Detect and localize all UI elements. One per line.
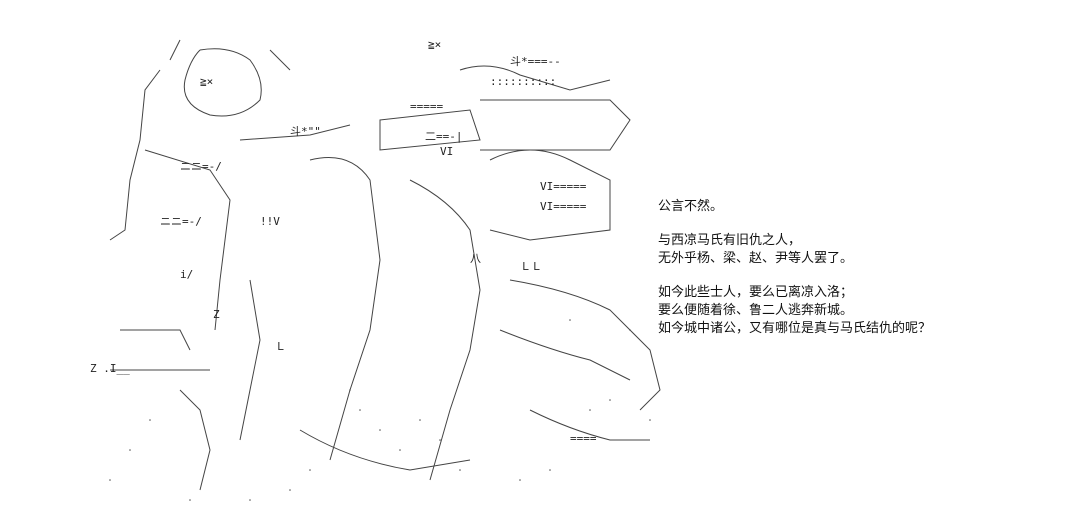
dialogue-line: 如今城中诸公，又有哪位是真与马氏结仇的呢？ [658, 321, 932, 336]
art-fragment: :::::::::: [490, 75, 556, 88]
art-fragment: Ｌ [275, 340, 286, 353]
art-fragment: 斗*===-- [510, 55, 561, 68]
art-fragment: 斗*"" [290, 125, 321, 138]
art-fragment: i/ [180, 268, 193, 281]
art-fragment: ==== [570, 432, 597, 445]
ascii-art-canvas: ≧× 斗*===-- ≧× 斗*"" VI VI===== VI===== Z … [90, 38, 661, 501]
art-glyphs: ≧× 斗*===-- ≧× 斗*"" VI VI===== VI===== Z … [90, 38, 597, 445]
art-fragment: VI===== [540, 200, 587, 213]
art-fragment: ニニ=-/ [160, 215, 202, 228]
dialogue-paragraph: 公言不然。 [658, 198, 1078, 216]
dialogue-paragraph: 如今此些士人，要么已离凉入洛； 要么便随着徐、鲁二人逃奔新城。 如今城中诸公，又… [658, 284, 1078, 338]
dialogue-line: 无外乎杨、梁、赵、尹等人罢了。 [658, 251, 854, 266]
dialogue-line: 公言不然。 [658, 199, 724, 214]
art-fragment: Z [213, 308, 220, 321]
dialogue-line: 要么便随着徐、鲁二人逃奔新城。 [658, 303, 854, 318]
art-fragment: 二==-| [425, 130, 463, 143]
dialogue-line: 与西凉马氏有旧仇之人， [658, 233, 802, 248]
art-fragment: ≧× [200, 75, 213, 88]
art-fragment: ＬＬ [520, 260, 542, 273]
dialogue-line: 如今此些士人，要么已离凉入洛； [658, 285, 854, 300]
art-strokes [109, 39, 661, 491]
art-fragment: VI [440, 145, 453, 158]
dialogue-paragraph: 与西凉马氏有旧仇之人， 无外乎杨、梁、赵、尹等人罢了。 [658, 232, 1078, 268]
art-fragment: VI===== [540, 180, 587, 193]
art-fragment: Z .I__ [90, 362, 130, 375]
art-fragment: 八 [470, 252, 481, 265]
art-fragment: ニニ=-/ [180, 160, 222, 173]
art-fragment: ===== [410, 100, 443, 113]
art-dots [109, 319, 651, 501]
ascii-art-illustration: ≧× 斗*===-- ≧× 斗*"" VI VI===== VI===== Z … [50, 30, 670, 510]
art-fragment: ≧× [428, 38, 441, 51]
art-fragment: !!V [260, 215, 280, 228]
dialogue-text: 公言不然。 与西凉马氏有旧仇之人， 无外乎杨、梁、赵、尹等人罢了。 如今此些士人… [658, 198, 1078, 354]
